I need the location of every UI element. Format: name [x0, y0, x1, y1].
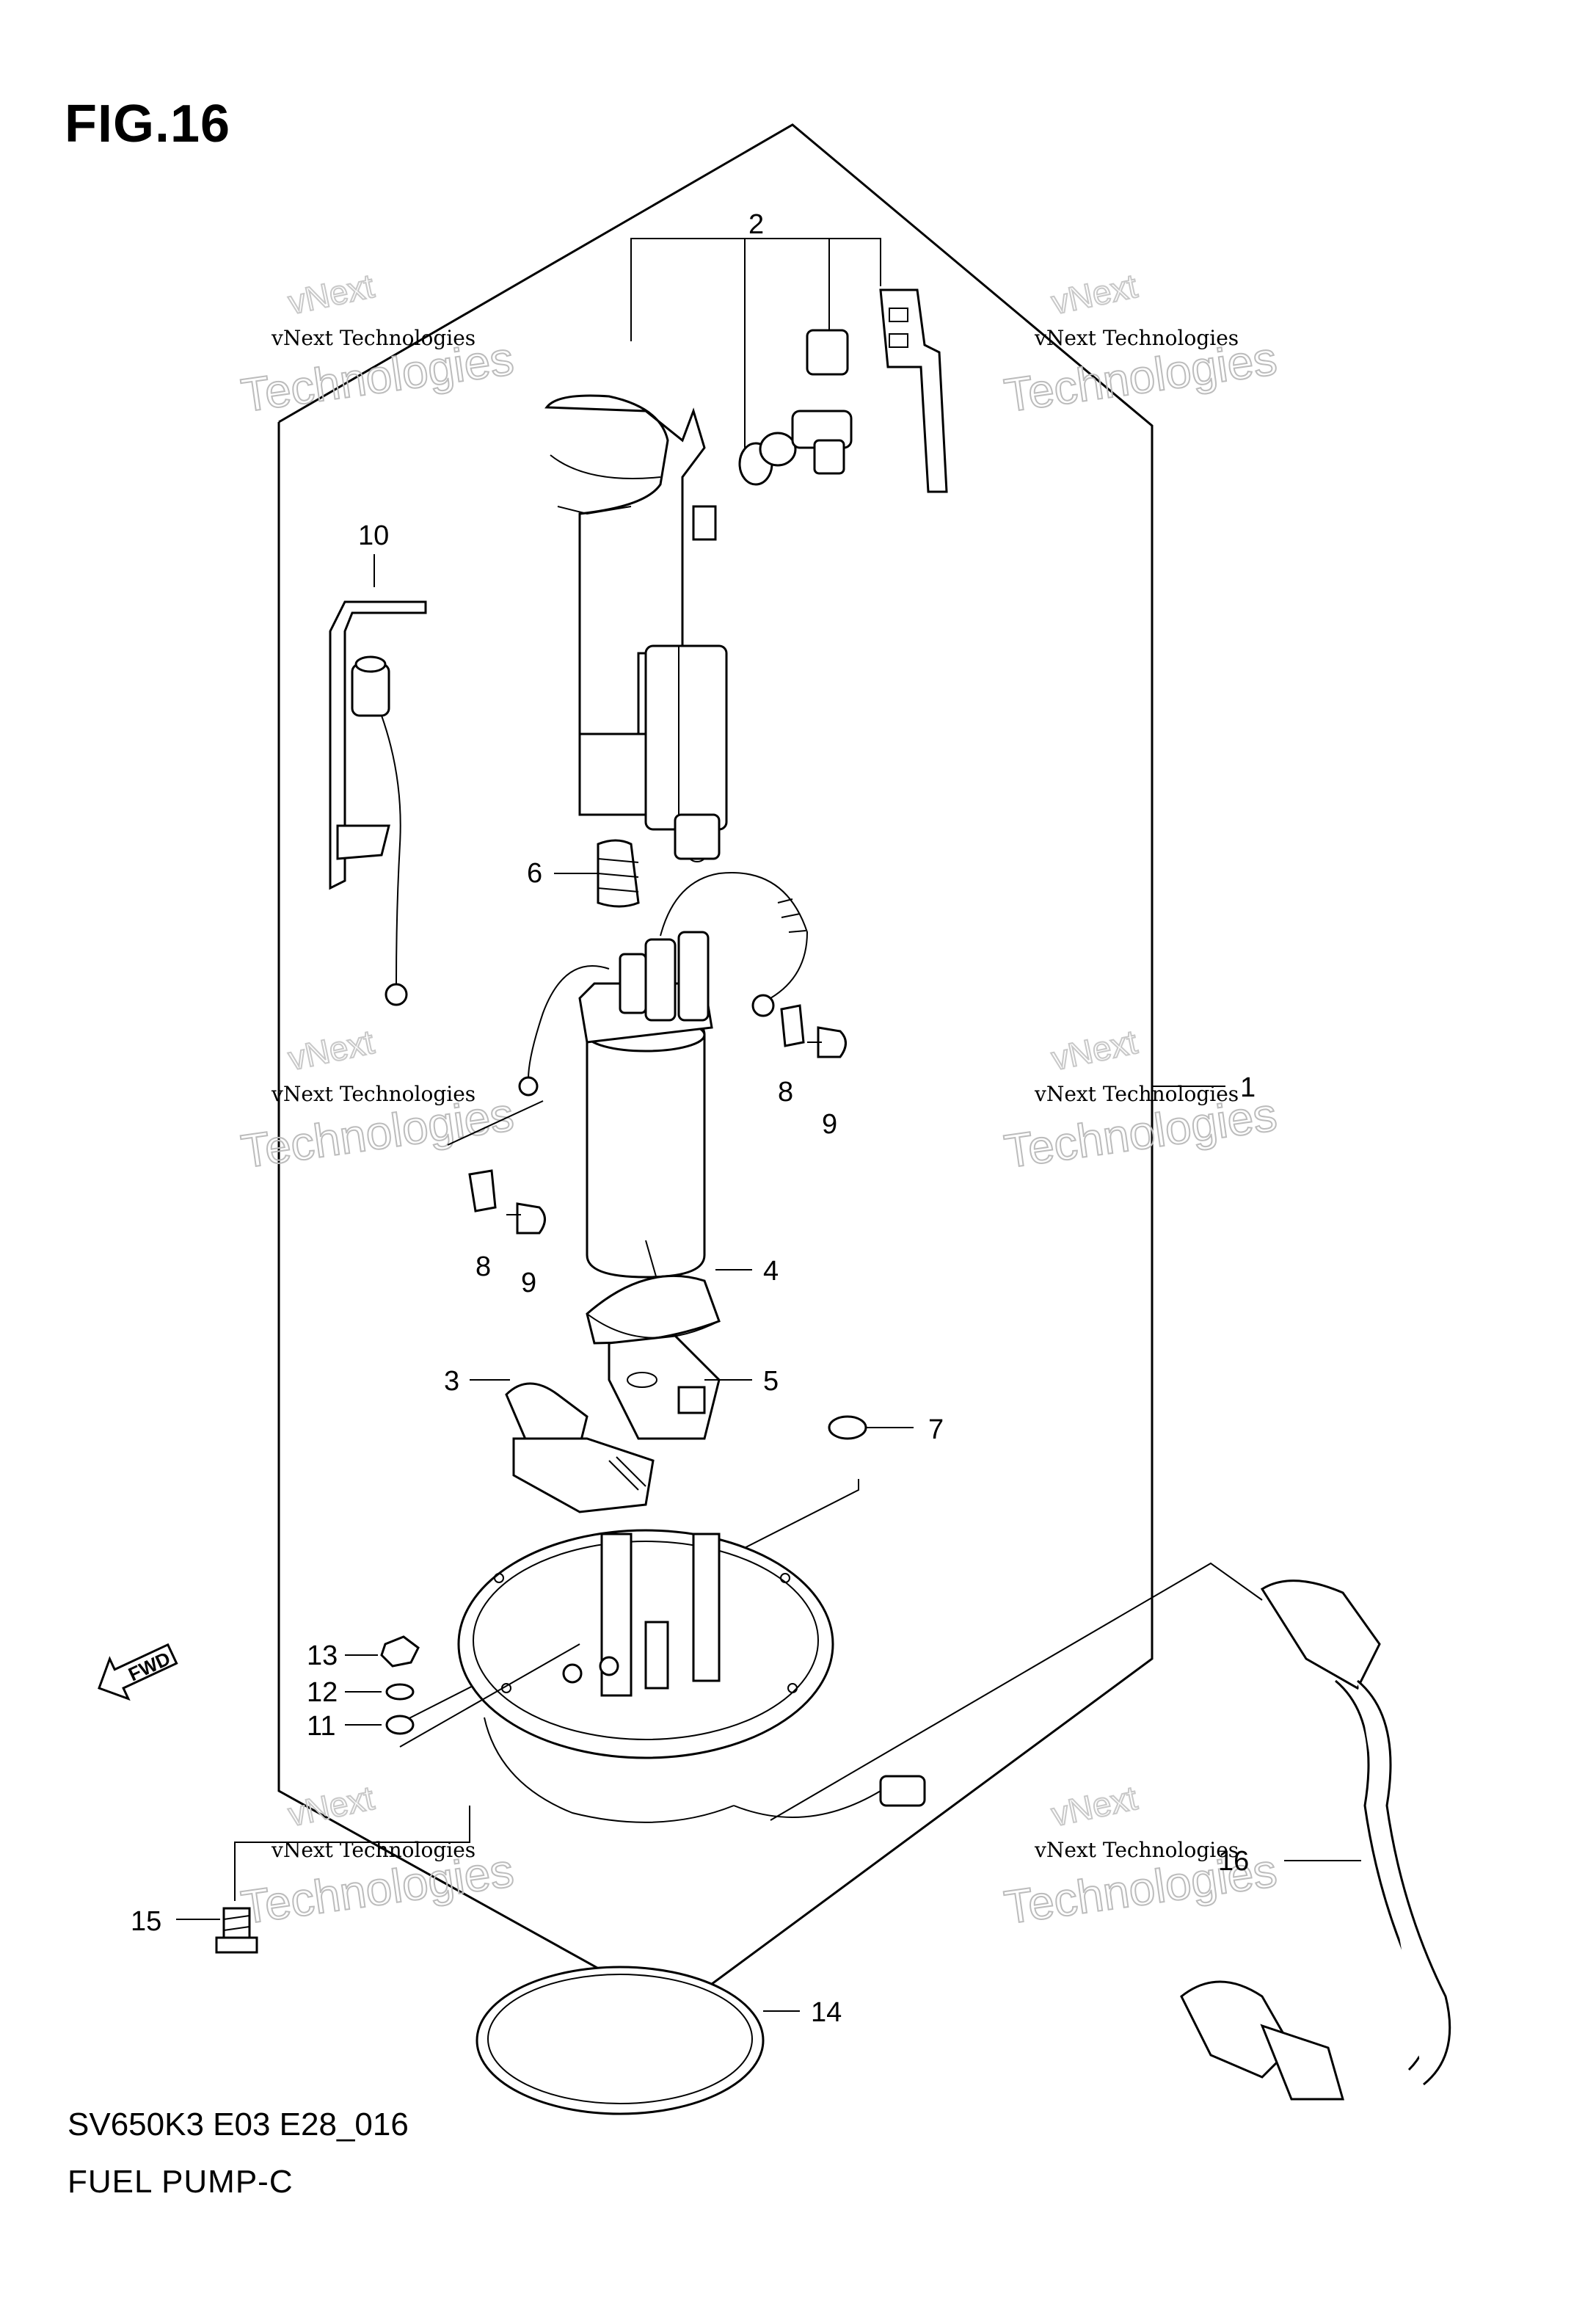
callout-13: 13 [307, 1640, 338, 1671]
watermark-text: vNext Technologies [271, 1082, 475, 1106]
diagram-name: FUEL PUMP-C [68, 2164, 294, 2200]
part-9-screw-upper [807, 1026, 847, 1058]
callout-14: 14 [811, 1997, 842, 2028]
callout-1: 1 [1240, 1072, 1256, 1103]
fwd-arrow: FWD [98, 1643, 178, 1701]
part-3-damper [505, 1382, 655, 1513]
watermark-vnext: vNext [285, 1778, 377, 1833]
watermark-text: vNext Technologies [271, 326, 475, 350]
callout-8-lower: 8 [475, 1251, 491, 1282]
watermark-vnext: vNext [1048, 1022, 1140, 1077]
callout-4: 4 [763, 1256, 779, 1287]
pump-base-plate [457, 1529, 926, 1823]
part-13-nut [380, 1635, 420, 1668]
callout-11: 11 [307, 1711, 335, 1742]
callout-6: 6 [527, 858, 542, 889]
part-4-holder [586, 1274, 721, 1345]
part-12-washer [385, 1683, 415, 1701]
callout-16: 16 [1218, 1846, 1249, 1877]
callout-2: 2 [748, 209, 764, 240]
callout-leaders [176, 1086, 1361, 2012]
part-2-filter-housing [544, 394, 728, 862]
diagram-code: SV650K3 E03 E28_016 [68, 2106, 409, 2142]
callout-8: 8 [778, 1077, 793, 1108]
callout-10: 10 [358, 520, 389, 551]
part-15-bolt [215, 1806, 470, 1954]
callout-numbers: 1 2 3 4 5 6 7 8 9 10 11 12 13 14 15 16 8… [131, 209, 1256, 2028]
part-14-gasket [475, 1966, 765, 2115]
part-5-bracket [608, 1334, 721, 1440]
part-11-washer [385, 1643, 580, 1748]
watermark-text: vNext Technologies [1034, 326, 1239, 350]
callout-12: 12 [307, 1677, 338, 1708]
callout-3: 3 [444, 1366, 459, 1397]
part-9-screw-lower [506, 1202, 546, 1235]
callout-9-lower: 9 [521, 1268, 536, 1298]
callout-7: 7 [928, 1414, 944, 1445]
fuel-pump-motor [518, 872, 809, 1293]
watermark-vnext: vNext [285, 266, 377, 321]
part-6-strainer [554, 839, 640, 908]
part-8-clip-lower [447, 1100, 544, 1213]
figure-title: FIG.16 [65, 95, 231, 153]
part-10-level-sensor [329, 554, 427, 1006]
part-2-regulator [738, 288, 948, 493]
assembly-outline [277, 123, 1154, 2013]
part-2-leader [630, 238, 881, 448]
part-8-clip-upper [780, 1004, 805, 1047]
callout-9: 9 [822, 1109, 837, 1140]
watermark-text: vNext Technologies [1034, 1838, 1239, 1862]
callout-15: 15 [131, 1906, 161, 1937]
callout-5: 5 [763, 1366, 779, 1397]
watermark-vnext: vNext [1048, 1778, 1140, 1833]
watermark-vnext: vNext [1048, 266, 1140, 321]
part-16-fuel-hose [770, 1562, 1451, 2101]
watermark-vnext: vNext [285, 1022, 377, 1077]
